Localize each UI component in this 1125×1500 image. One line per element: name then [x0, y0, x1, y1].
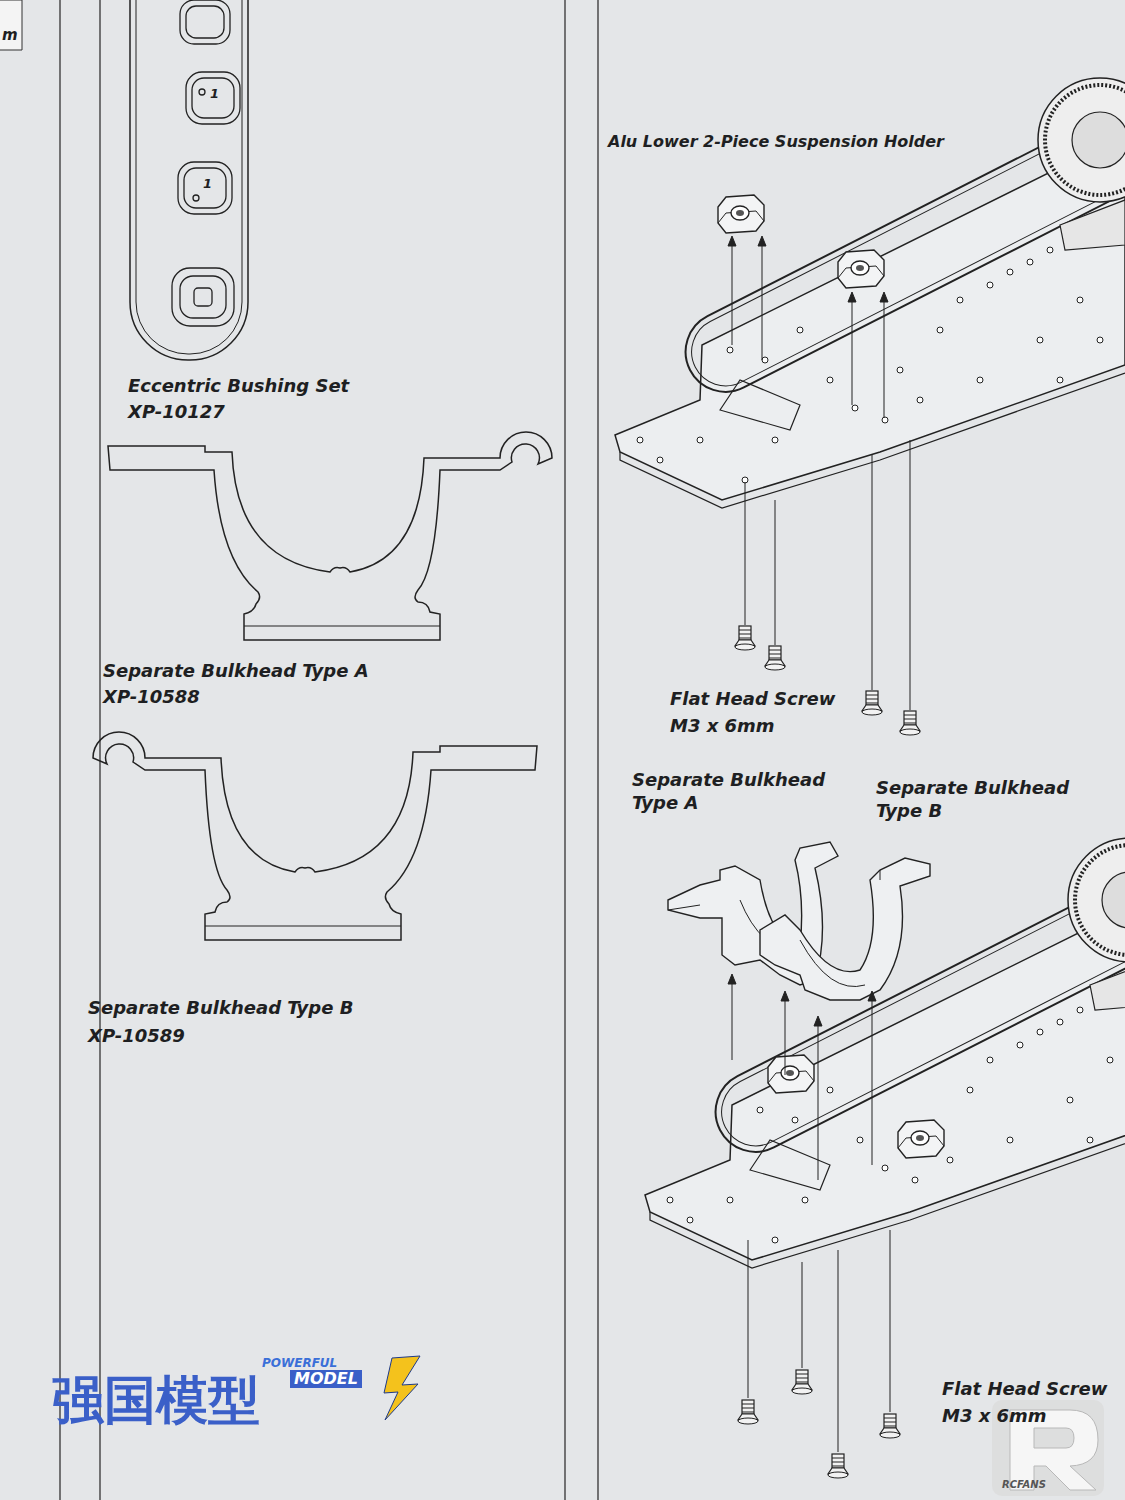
callout-number: 1 [203, 176, 212, 193]
part-name: Eccentric Bushing Set [128, 374, 349, 397]
part-name: Separate Bulkhead Type B [876, 776, 1081, 823]
logo-text: 强国模型 [52, 1372, 260, 1429]
logo-text: MODEL [290, 1370, 362, 1388]
part-name: Alu Lower 2-Piece Suspension Holder [608, 132, 944, 153]
part-name: Separate Bulkhead Type A [103, 659, 369, 682]
part-name: Flat Head Screw [670, 687, 835, 710]
part-name: Separate Bulkhead Type A [632, 768, 837, 815]
watermark: RCFANS [1002, 1478, 1046, 1491]
part-number: XP-10127 [128, 400, 225, 423]
part-size: M3 x 6mm [670, 714, 775, 737]
part-name: Flat Head Screw [942, 1377, 1107, 1400]
part-number: XP-10589 [88, 1024, 185, 1047]
part-size: M3 x 6mm [942, 1404, 1047, 1427]
callout-number: 1 [210, 86, 219, 103]
edge-fragment: m [2, 26, 18, 46]
part-name: Separate Bulkhead Type B [88, 996, 353, 1019]
part-number: XP-10588 [103, 685, 200, 708]
